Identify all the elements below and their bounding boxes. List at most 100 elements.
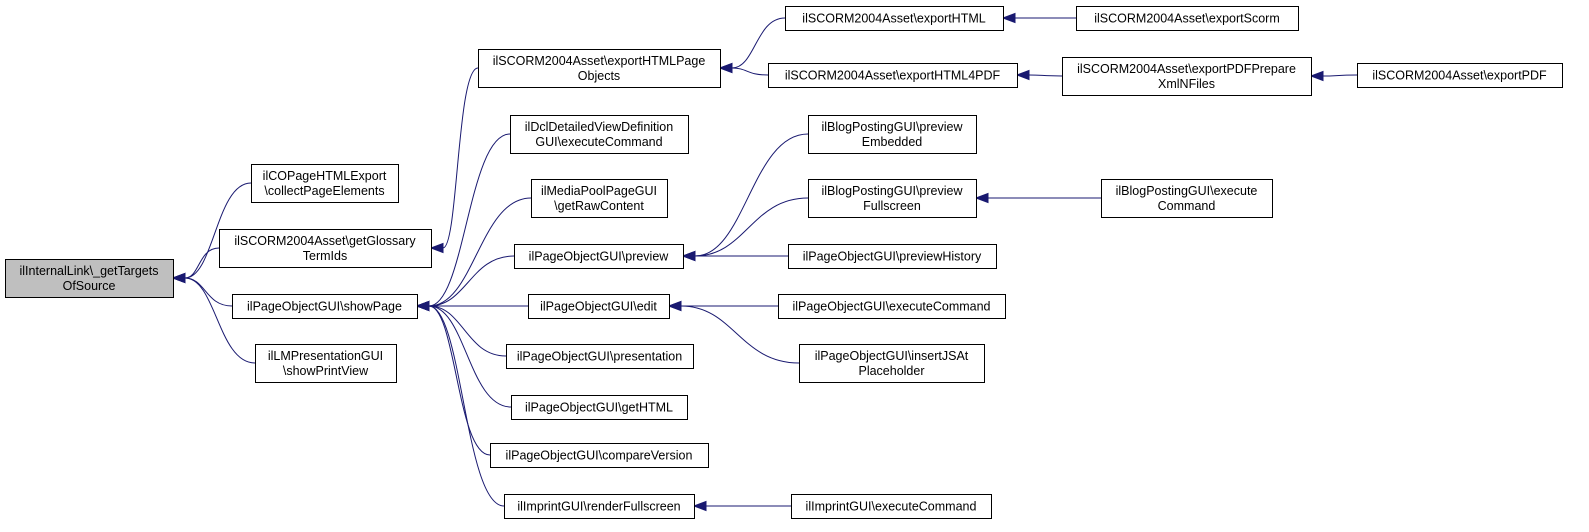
edge-insertjs-to-edit	[667, 300, 800, 364]
edge-line	[442, 67, 479, 249]
edge-line	[428, 305, 505, 507]
node-label-line: ilSCORM2004Asset\getGlossary	[234, 234, 416, 248]
node-gethtml[interactable]: ilPageObjectGUI\getHTML	[511, 395, 688, 420]
edge-line	[1322, 74, 1358, 77]
node-box[interactable]	[506, 344, 694, 369]
node-label-line: \showPrintView	[283, 364, 369, 378]
node-pogexec[interactable]: ilPageObjectGUI\executeCommand	[778, 294, 1006, 319]
node-box[interactable]	[5, 259, 174, 298]
edge-exphtmlpage-to-glossary	[429, 67, 479, 254]
edge-line	[184, 247, 220, 279]
node-label-line: ilDclDetailedViewDefinition	[525, 120, 673, 134]
node-label-line: ilSCORM2004Asset\exportHTML	[802, 12, 985, 26]
node-dcl[interactable]: ilDclDetailedViewDefinitionGUI\executeCo…	[510, 115, 689, 154]
node-box[interactable]	[791, 494, 992, 519]
node-label-line: ilPageObjectGUI\insertJSAt	[815, 349, 969, 363]
node-exppdf[interactable]: ilSCORM2004Asset\exportPDF	[1357, 63, 1563, 88]
edge-expscorm-to-exphtml	[1001, 12, 1076, 24]
node-label-line: Command	[1158, 199, 1216, 213]
node-imprint[interactable]: ilImprintGUI\renderFullscreen	[504, 494, 695, 519]
edge-lmpres-to-root	[171, 272, 256, 364]
node-exphtml4pdf[interactable]: ilSCORM2004Asset\exportHTML4PDF	[768, 63, 1018, 88]
node-exppdfprep[interactable]: ilSCORM2004Asset\exportPDFPrepareXmlNFil…	[1062, 57, 1312, 96]
edge-presentation-to-showpage	[415, 300, 507, 357]
arrowhead	[429, 242, 444, 254]
edge-line	[694, 197, 809, 257]
node-box[interactable]	[785, 6, 1004, 31]
node-presentation[interactable]: ilPageObjectGUI\presentation	[506, 344, 694, 369]
node-box[interactable]	[808, 115, 977, 154]
node-box[interactable]	[478, 49, 721, 88]
node-box[interactable]	[808, 179, 977, 218]
node-label-line: ilSCORM2004Asset\exportPDF	[1372, 69, 1547, 83]
edge-dcl-to-showpage	[415, 133, 511, 312]
node-box[interactable]	[799, 344, 985, 383]
edge-mediapool-to-showpage	[415, 197, 532, 312]
edge-imprint-to-showpage	[415, 300, 505, 507]
node-label-line: ilBlogPostingGUI\preview	[821, 120, 963, 134]
node-label-line: ilPageObjectGUI\previewHistory	[803, 250, 982, 264]
node-copage[interactable]: ilCOPageHTMLExport\collectPageElements	[251, 164, 399, 203]
edge-line	[680, 305, 800, 364]
node-label-line: ilCOPageHTMLExport	[263, 169, 387, 183]
node-box[interactable]	[788, 244, 997, 269]
node-label-line: ilSCORM2004Asset\exportScorm	[1094, 12, 1279, 26]
edge-line	[731, 67, 769, 76]
node-label-line: Placeholder	[858, 364, 924, 378]
node-label-line: XmlNFiles	[1158, 77, 1215, 91]
node-box[interactable]	[510, 115, 689, 154]
edge-line	[184, 277, 256, 364]
node-label-line: ilBlogPostingGUI\preview	[821, 184, 963, 198]
node-lmpres[interactable]: ilLMPresentationGUI\showPrintView	[255, 344, 397, 383]
node-box[interactable]	[490, 443, 709, 468]
node-box[interactable]	[504, 494, 695, 519]
node-box[interactable]	[778, 294, 1006, 319]
node-mediapool[interactable]: ilMediaPoolPageGUI\getRawContent	[531, 179, 668, 218]
node-label-line: \collectPageElements	[264, 184, 384, 198]
node-label-line: ilPageObjectGUI\getHTML	[525, 401, 673, 415]
node-compare[interactable]: ilPageObjectGUI\compareVersion	[490, 443, 709, 468]
edge-line	[428, 197, 532, 307]
node-showpage[interactable]: ilPageObjectGUI\showPage	[232, 294, 418, 319]
node-blogexec[interactable]: ilBlogPostingGUI\executeCommand	[1101, 179, 1273, 218]
node-box[interactable]	[255, 344, 397, 383]
node-box[interactable]	[1062, 57, 1312, 96]
arrowhead	[1309, 70, 1324, 82]
arrowhead	[667, 300, 682, 312]
node-box[interactable]	[1076, 6, 1299, 31]
node-box[interactable]	[1357, 63, 1563, 88]
node-box[interactable]	[768, 63, 1018, 88]
edge-blogexec-to-blogfull	[974, 192, 1101, 204]
node-box[interactable]	[511, 395, 688, 420]
node-label-line: ilBlogPostingGUI\execute	[1116, 184, 1258, 198]
node-imprintexec[interactable]: ilImprintGUI\executeCommand	[791, 494, 992, 519]
node-box[interactable]	[232, 294, 418, 319]
node-prevhist[interactable]: ilPageObjectGUI\previewHistory	[788, 244, 997, 269]
node-label-line: Fullscreen	[863, 199, 921, 213]
edge-line	[694, 133, 809, 257]
node-label-line: ilPageObjectGUI\compareVersion	[506, 449, 693, 463]
node-label-line: ilSCORM2004Asset\exportPDFPrepare	[1077, 62, 1296, 76]
node-box[interactable]	[1101, 179, 1273, 218]
node-preview[interactable]: ilPageObjectGUI\preview	[514, 244, 684, 269]
edge-line	[428, 305, 491, 456]
node-label-line: ilSCORM2004Asset\exportHTMLPage	[493, 54, 706, 68]
node-box[interactable]	[514, 244, 684, 269]
node-box[interactable]	[219, 229, 432, 268]
node-box[interactable]	[251, 164, 399, 203]
edge-imprintexec-to-imprint	[692, 500, 791, 512]
node-exphtml[interactable]: ilSCORM2004Asset\exportHTML	[785, 6, 1004, 31]
node-box[interactable]	[531, 179, 668, 218]
node-edit[interactable]: ilPageObjectGUI\edit	[528, 294, 670, 319]
node-expscorm[interactable]: ilSCORM2004Asset\exportScorm	[1076, 6, 1299, 31]
node-box[interactable]	[528, 294, 670, 319]
arrowhead	[171, 272, 186, 284]
